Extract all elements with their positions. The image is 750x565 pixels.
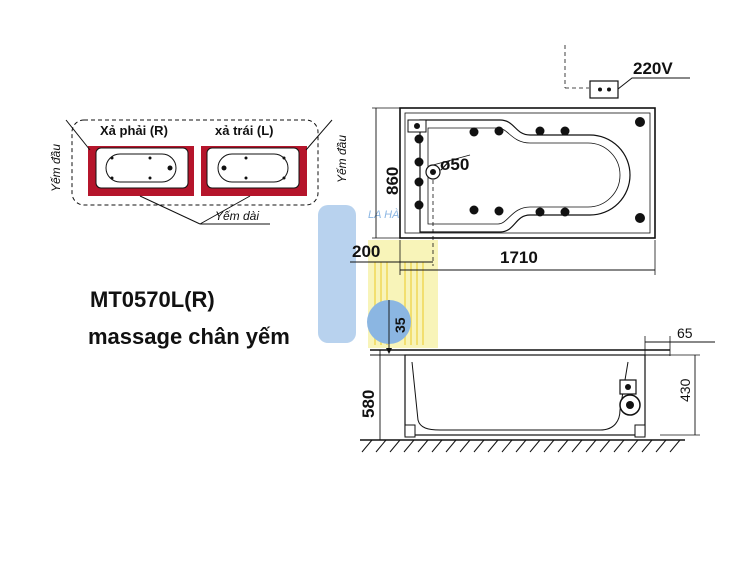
drain-offset-dimension: 200 xyxy=(352,242,380,261)
length-dimension: 1710 xyxy=(500,248,538,267)
model-title: MT0570L(R) xyxy=(90,287,215,312)
drain-left-label: xả trái (L) xyxy=(215,123,274,138)
apron-options-box: Xả phải (R) xả trái (L) Yếm đầu Yếm đầu xyxy=(49,119,349,225)
model-subtitle: massage chân yếm xyxy=(88,324,290,349)
tub-side-view: 580 65 430 xyxy=(359,325,715,453)
edge-dimension: 65 xyxy=(677,325,693,341)
watermark-text: LA HÀ xyxy=(368,208,399,221)
small-tub-left-drain xyxy=(201,146,307,196)
apron-height-dimension: 430 xyxy=(677,378,693,402)
width-dimension: 860 xyxy=(383,167,402,195)
pump-icon xyxy=(619,379,641,416)
end-apron-left-label: Yếm đầu xyxy=(49,144,63,192)
drain-diameter-label: ø50 xyxy=(440,155,469,174)
power-box: 220V xyxy=(564,45,690,99)
drain-right-label: Xả phải (R) xyxy=(100,123,168,138)
total-height-dimension: 580 xyxy=(359,390,378,418)
tub-top-view: ø50 860 1710 200 xyxy=(350,107,656,275)
rim-dimension-label: 35 xyxy=(392,317,408,333)
massage-jets xyxy=(414,117,645,223)
small-tub-right-drain xyxy=(88,146,194,196)
end-apron-right-label: Yếm đầu xyxy=(335,135,349,183)
long-apron-label: Yếm dài xyxy=(215,209,259,223)
voltage-label: 220V xyxy=(633,59,673,78)
